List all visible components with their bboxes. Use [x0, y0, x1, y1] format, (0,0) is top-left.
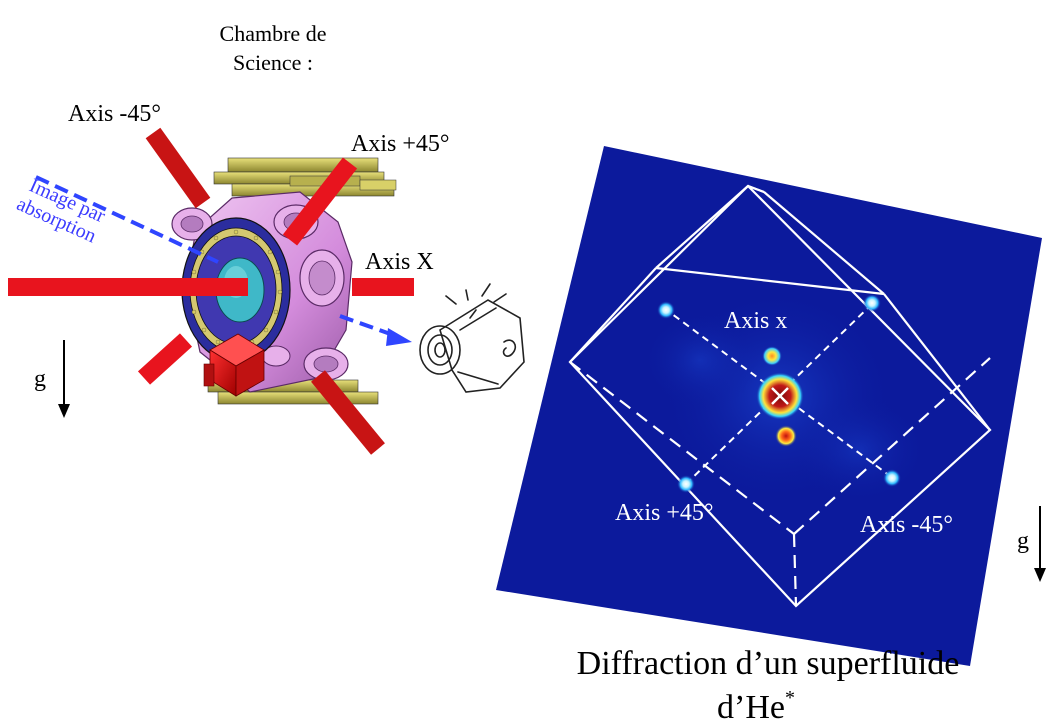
gravity-label-right: g: [1017, 528, 1029, 554]
caption-line1: Diffraction d’un superfluide: [577, 645, 960, 682]
cube-hidden-edges: [569, 357, 991, 607]
diffraction-peak: [657, 301, 675, 319]
axis-plus45-label: Axis +45°: [351, 131, 449, 157]
laser-beam-axis-x-right: [352, 278, 414, 296]
laser-beams: [8, 127, 414, 455]
diffraction-peak: [883, 469, 901, 487]
gravity-label-left: g: [34, 366, 46, 392]
diffraction-peak: [863, 294, 881, 312]
diffraction-axes: [663, 303, 891, 485]
diffraction-peak: [762, 346, 782, 366]
laser-beam-axis-minus45-bottom: [311, 370, 385, 455]
caption-line2: d’He*: [717, 687, 795, 726]
laser-beam-axis-minus45: [145, 127, 211, 209]
chamber-title-line2: Science :: [233, 50, 313, 75]
axis-minus45-label: Axis -45°: [68, 101, 161, 127]
central-cross: [771, 387, 789, 405]
camera-icon: [419, 283, 525, 393]
absorption-arrow-head: [386, 328, 412, 346]
absorption-imaging-path: [35, 175, 412, 346]
laser-beam-axis-x-left: [8, 278, 248, 296]
down-arrow-icon: [1034, 506, 1046, 582]
diffraction-peak: [775, 425, 797, 447]
pattern-axis-plus45-label: Axis +45°: [615, 500, 713, 526]
laser-beam-axis-plus45-top: [282, 157, 358, 246]
laser-beam-axis-plus45-bottom: [137, 333, 193, 385]
diffraction-image: Axis x Axis +45° Axis -45°: [496, 146, 1042, 666]
chamber-title-line1: Chambre de: [220, 21, 327, 46]
diffraction-peak: [677, 475, 695, 493]
pattern-axis-minus45-label: Axis -45°: [860, 512, 953, 538]
down-arrow-icon: [58, 340, 70, 418]
caption-line2-text: d’He: [717, 689, 785, 726]
pattern-axis-x-label: Axis x: [724, 308, 787, 334]
cube-wireframe: [568, 184, 992, 608]
axis-x-label: Axis X: [365, 249, 434, 275]
caption-superscript: *: [785, 687, 795, 709]
